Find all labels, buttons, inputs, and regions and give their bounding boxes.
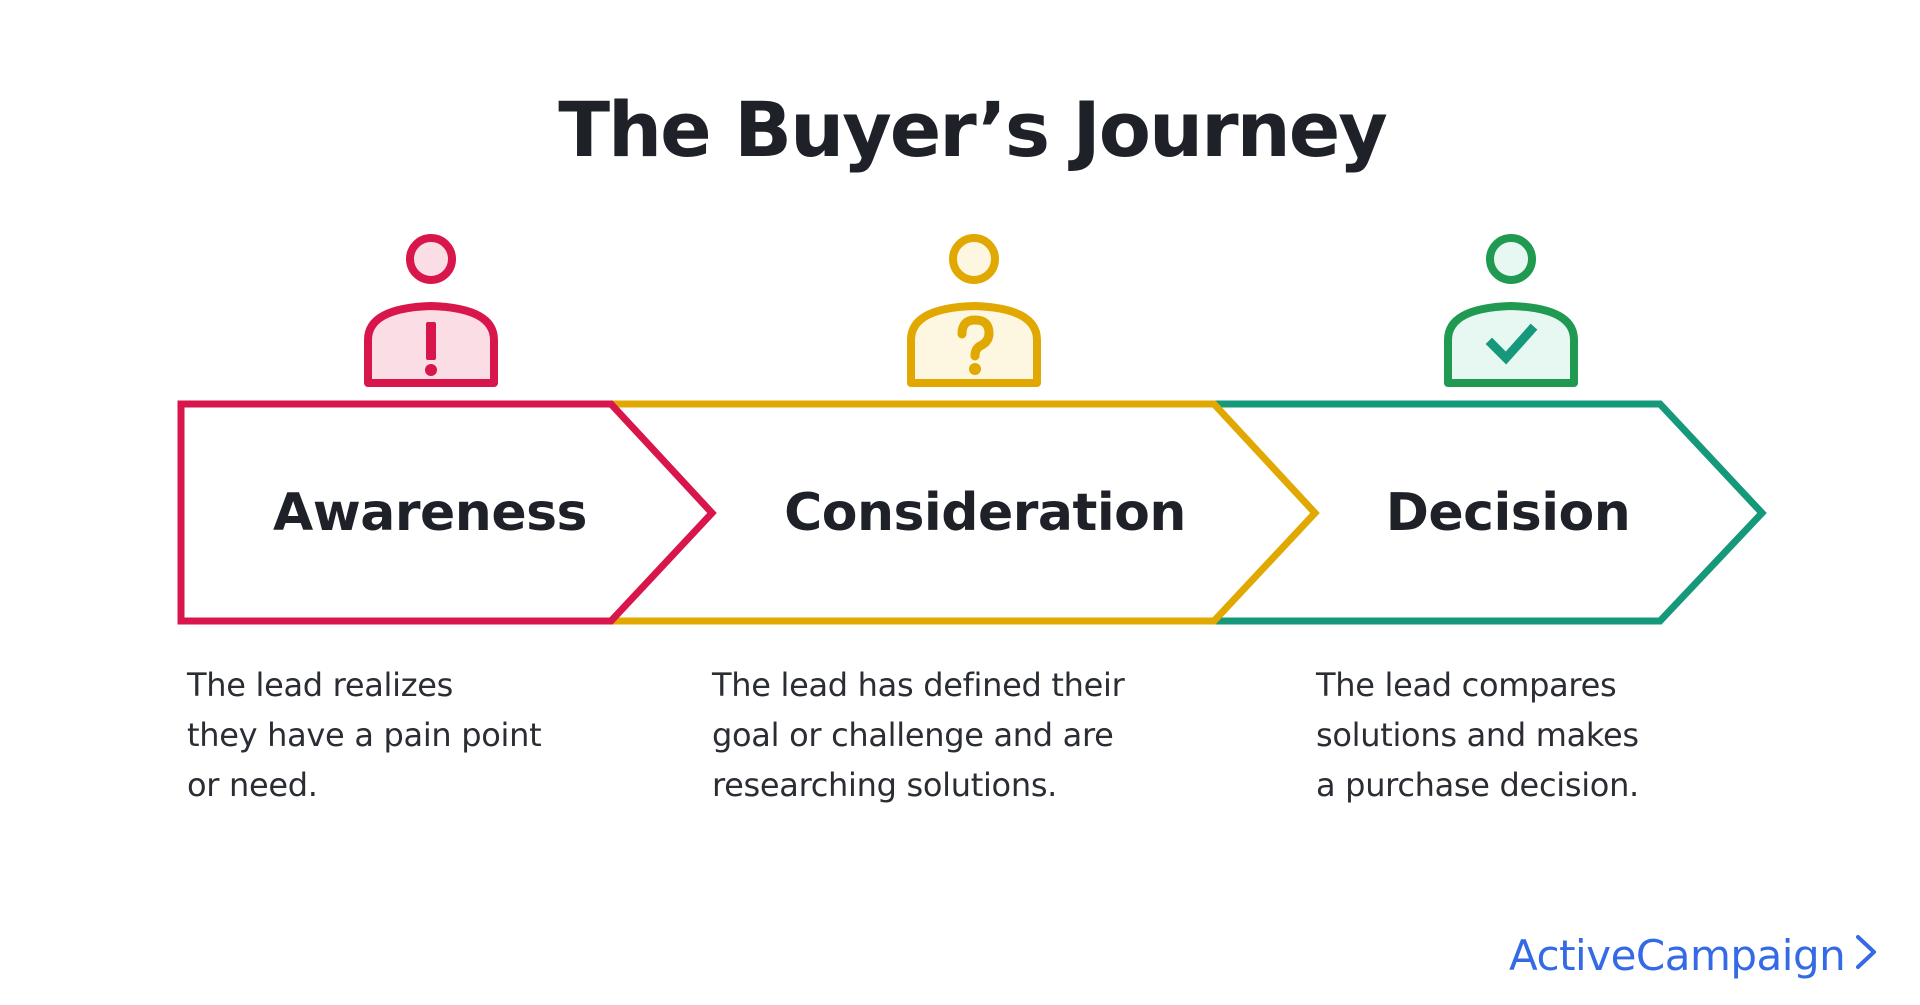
stage-label-awareness: Awareness xyxy=(273,483,587,543)
stage-label-consideration: Consideration xyxy=(784,483,1186,543)
person-exclamation-icon xyxy=(364,234,498,387)
logo-text: ActiveCampaign xyxy=(1509,930,1846,980)
consideration-arrow-shape xyxy=(611,400,1320,625)
stage-label-decision: Decision xyxy=(1385,483,1631,543)
page-title: The Buyer’s Journey xyxy=(558,85,1388,174)
awareness-arrow-shape xyxy=(177,400,717,625)
activecampaign-logo: ActiveCampaign xyxy=(1509,925,1877,985)
person-checkmark-icon xyxy=(1444,234,1578,387)
person-question-icon xyxy=(907,234,1041,387)
decision-arrow-shape xyxy=(1214,400,1767,625)
stage-description-consideration: The lead has defined their goal or chall… xyxy=(712,666,1125,804)
chevron-right-icon xyxy=(1855,931,1877,980)
stage-description-decision: The lead compares solutions and makes a … xyxy=(1316,666,1639,804)
stage-description-awareness: The lead realizes they have a pain point… xyxy=(187,666,542,804)
